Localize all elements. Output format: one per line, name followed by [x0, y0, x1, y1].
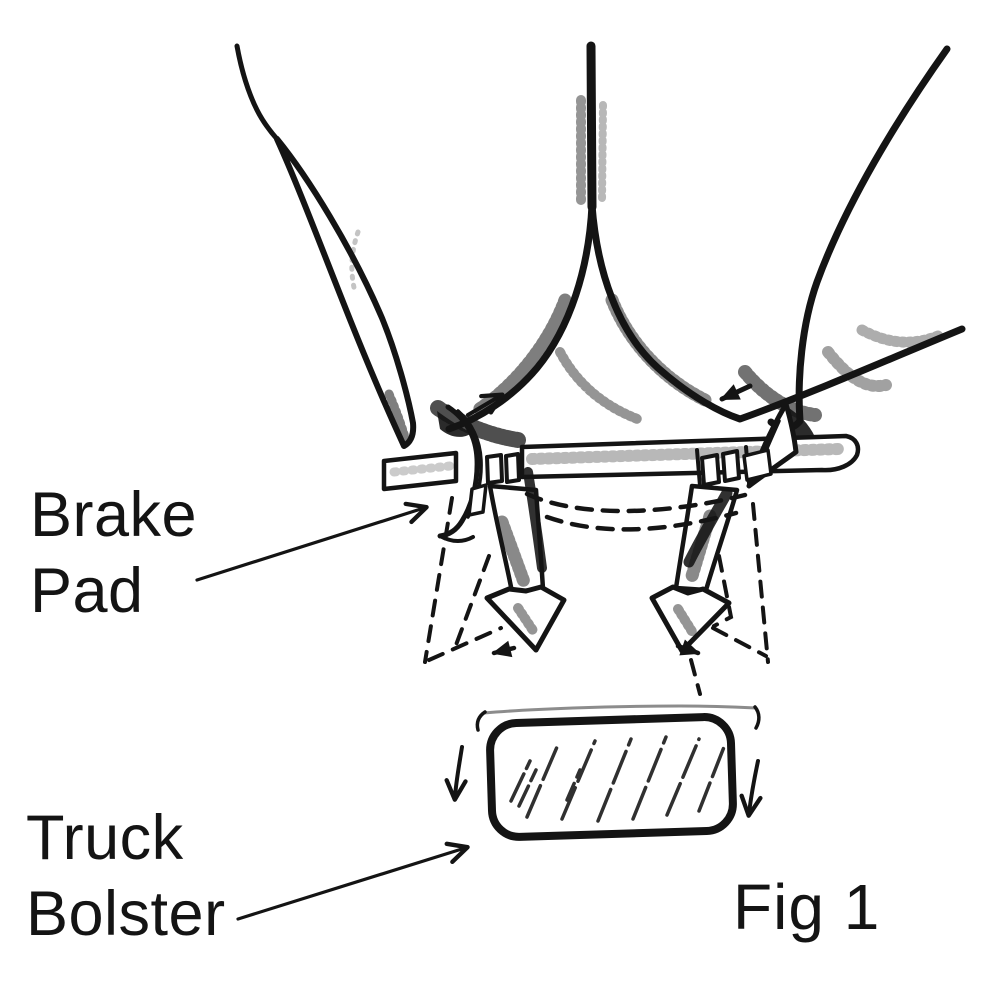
stipple-shading	[349, 229, 361, 295]
stipple-shading	[471, 293, 572, 417]
strut-shadow	[523, 467, 547, 573]
stipple-shading	[685, 509, 717, 583]
head-window	[721, 449, 741, 483]
swing-line-right-inner	[712, 554, 734, 628]
stipple-shading	[822, 346, 892, 393]
hatch-line	[631, 735, 668, 821]
bolster-down-arrow-right	[739, 759, 763, 818]
center-wheel-right-branch	[588, 201, 966, 423]
head-window	[485, 453, 504, 485]
brake-pad-label-line1: Brake	[30, 480, 198, 550]
hatch-line	[560, 739, 597, 821]
center-wheel-left-branch	[445, 201, 596, 433]
hatch-line	[509, 759, 532, 803]
swing-line-left-inner	[454, 554, 491, 647]
stipple-shading	[389, 461, 455, 477]
wheel-motion-arrow-left	[466, 392, 505, 417]
beam-plate-edge	[695, 448, 702, 488]
swing-arrow-left	[491, 640, 517, 658]
leader-arrows	[195, 501, 470, 921]
stipple-shading	[673, 604, 698, 638]
hatch-line	[596, 737, 633, 823]
stipple-shading	[555, 347, 645, 425]
head-window	[504, 452, 521, 484]
truck-bolster-group	[444, 704, 763, 841]
truck-bolster-label-line2: Bolster	[26, 879, 226, 949]
brake-head-left	[437, 404, 567, 653]
bolster-bracket-hook-left	[475, 710, 487, 732]
contact-shadow	[437, 411, 472, 437]
head-slot	[742, 448, 773, 482]
stipple-shading	[513, 603, 539, 637]
bolster-bracket-line	[482, 704, 758, 715]
hanger-hook-foot	[438, 534, 475, 543]
hatch-line	[697, 745, 726, 813]
wheel-motion-arrow-right	[719, 383, 753, 402]
swing-arc	[544, 510, 739, 532]
swing-line-right-outer	[751, 502, 770, 664]
stipple-shading	[384, 389, 411, 446]
center-wheel-stem	[586, 41, 597, 212]
hatch-line	[665, 737, 701, 817]
swing-arrow-right	[675, 639, 701, 656]
motion-dashed-lines	[423, 491, 770, 696]
arrow-foot	[649, 584, 732, 654]
bolster-pad	[486, 713, 737, 841]
swing-line-left-outer	[423, 496, 454, 664]
wheel-shapes	[234, 41, 966, 449]
bolster-hatching	[509, 735, 726, 823]
left-wheel-tail-line	[234, 43, 280, 142]
brake-head-right	[649, 401, 799, 654]
bolster-bracket-hook-right	[753, 705, 761, 730]
stipple-shading	[430, 400, 526, 448]
head-window	[700, 453, 721, 487]
truck-bolster-leader-arrow	[236, 841, 470, 921]
swing-line-left-bottom	[427, 626, 503, 662]
figure-caption: Fig 1	[733, 871, 881, 943]
brake-pad-leader-arrow	[195, 501, 429, 582]
arrow-foot	[484, 584, 567, 653]
hatch-line	[525, 745, 559, 819]
truck-bolster-label: Truck Bolster	[26, 800, 226, 952]
bolster-down-arrow-left	[444, 745, 468, 802]
swing-line-right-tip	[689, 658, 702, 696]
left-blade-shape	[274, 136, 417, 449]
head-slot	[467, 483, 488, 517]
brake-pad-label: Brake Pad	[30, 477, 197, 629]
stipple-shading	[738, 365, 822, 422]
swing-line-right-bottom	[711, 626, 768, 658]
beam-left-segment	[381, 450, 459, 492]
hatch-line	[565, 768, 582, 802]
stipple-shading	[605, 293, 712, 407]
stipple-shading	[598, 101, 607, 204]
stipple-shading	[495, 515, 531, 589]
truck-bolster-label-line1: Truck	[26, 803, 184, 873]
brake-pad-label-line2: Pad	[30, 556, 144, 626]
swing-arc	[524, 491, 748, 514]
stipple-shading	[856, 324, 944, 348]
hatch-line	[517, 768, 538, 808]
